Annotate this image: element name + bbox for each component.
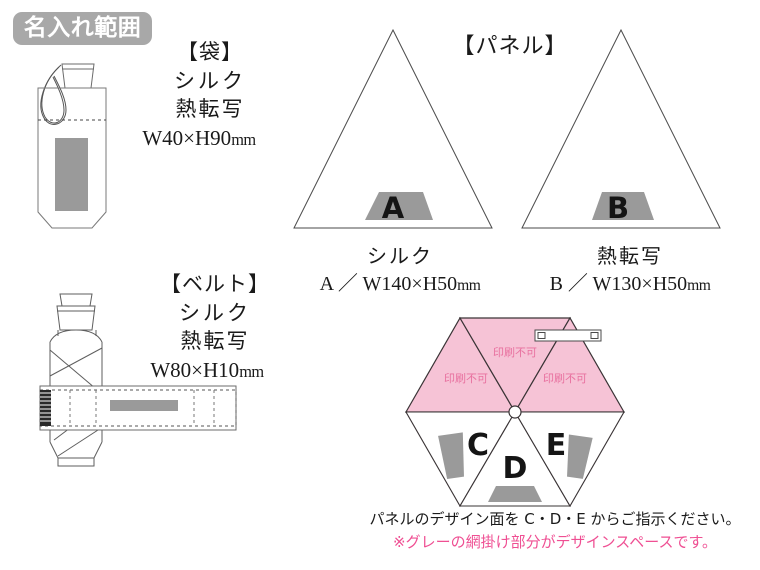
panel-b-method: 熱転写 (597, 244, 663, 268)
bag-method-silk: シルク (174, 68, 246, 93)
belt-title: 【ベルト】 (160, 272, 270, 296)
panel-b-illustration: B (518, 24, 728, 239)
belt-spec-text: 【ベルト】 シルク 熱転写 W80×H10mm (140, 272, 290, 383)
panel-a-design-space (365, 192, 433, 220)
bag-title: 【袋】 (177, 40, 243, 64)
bag-spec-text: 【袋】 シルク 熱転写 W40×H90mm (140, 40, 280, 151)
panel-e-design-space (567, 434, 593, 479)
caption-gray-area-note: ※グレーの網掛け部分がデザインスペースです。 (393, 533, 717, 551)
panel-section-title: 【パネル】 (452, 34, 568, 59)
panel-d-marker: D (503, 451, 528, 486)
panel-b-marker: B (607, 191, 629, 225)
panel-a-spec-text: シルク A ／ W140×H50mm (300, 244, 500, 297)
panel-b-dimension: B ／ W130×H50mm (549, 273, 711, 296)
bag-illustration (14, 58, 144, 258)
belt-size: W80×H10mm (150, 357, 264, 382)
strap-handle-icon (534, 329, 602, 342)
panel-b-design-space (592, 192, 654, 220)
panel-b-spec-text: 熱転写 B ／ W130×H50mm (520, 244, 740, 297)
belt-method-silk: シルク (179, 300, 251, 325)
umbrella-top-view: 印刷不可 印刷不可 印刷不可 C D E (400, 306, 630, 511)
panel-e-marker: E (546, 428, 567, 463)
panel-a-marker: A (382, 191, 405, 225)
bag-size: W40×H90mm (142, 125, 256, 150)
panel-a-dimension: A ／ W140×H50mm (319, 273, 481, 296)
belt-method-thermal: 熱転写 (180, 329, 250, 354)
panel-c-marker: C (467, 428, 489, 463)
panel-a-method: シルク (367, 244, 433, 268)
bag-method-thermal: 熱転写 (175, 97, 245, 122)
no-print-label-right: 印刷不可 (543, 372, 587, 385)
print-area-badge-label: 名入れ範囲 (23, 15, 142, 41)
belt-design-space (110, 400, 178, 411)
bag-design-space (55, 138, 88, 211)
panel-a-illustration: A (290, 24, 500, 239)
print-area-badge: 名入れ範囲 (13, 12, 152, 45)
umbrella-hub (508, 405, 522, 419)
panel-d-design-space (488, 486, 542, 502)
panel-c-design-space (438, 432, 464, 480)
belt-illustration (34, 290, 254, 480)
no-print-label-left: 印刷不可 (444, 372, 488, 385)
no-print-label-top: 印刷不可 (493, 346, 537, 359)
caption-design-face-instruction: パネルのデザイン面を C・D・E からご指示ください。 (369, 510, 741, 528)
